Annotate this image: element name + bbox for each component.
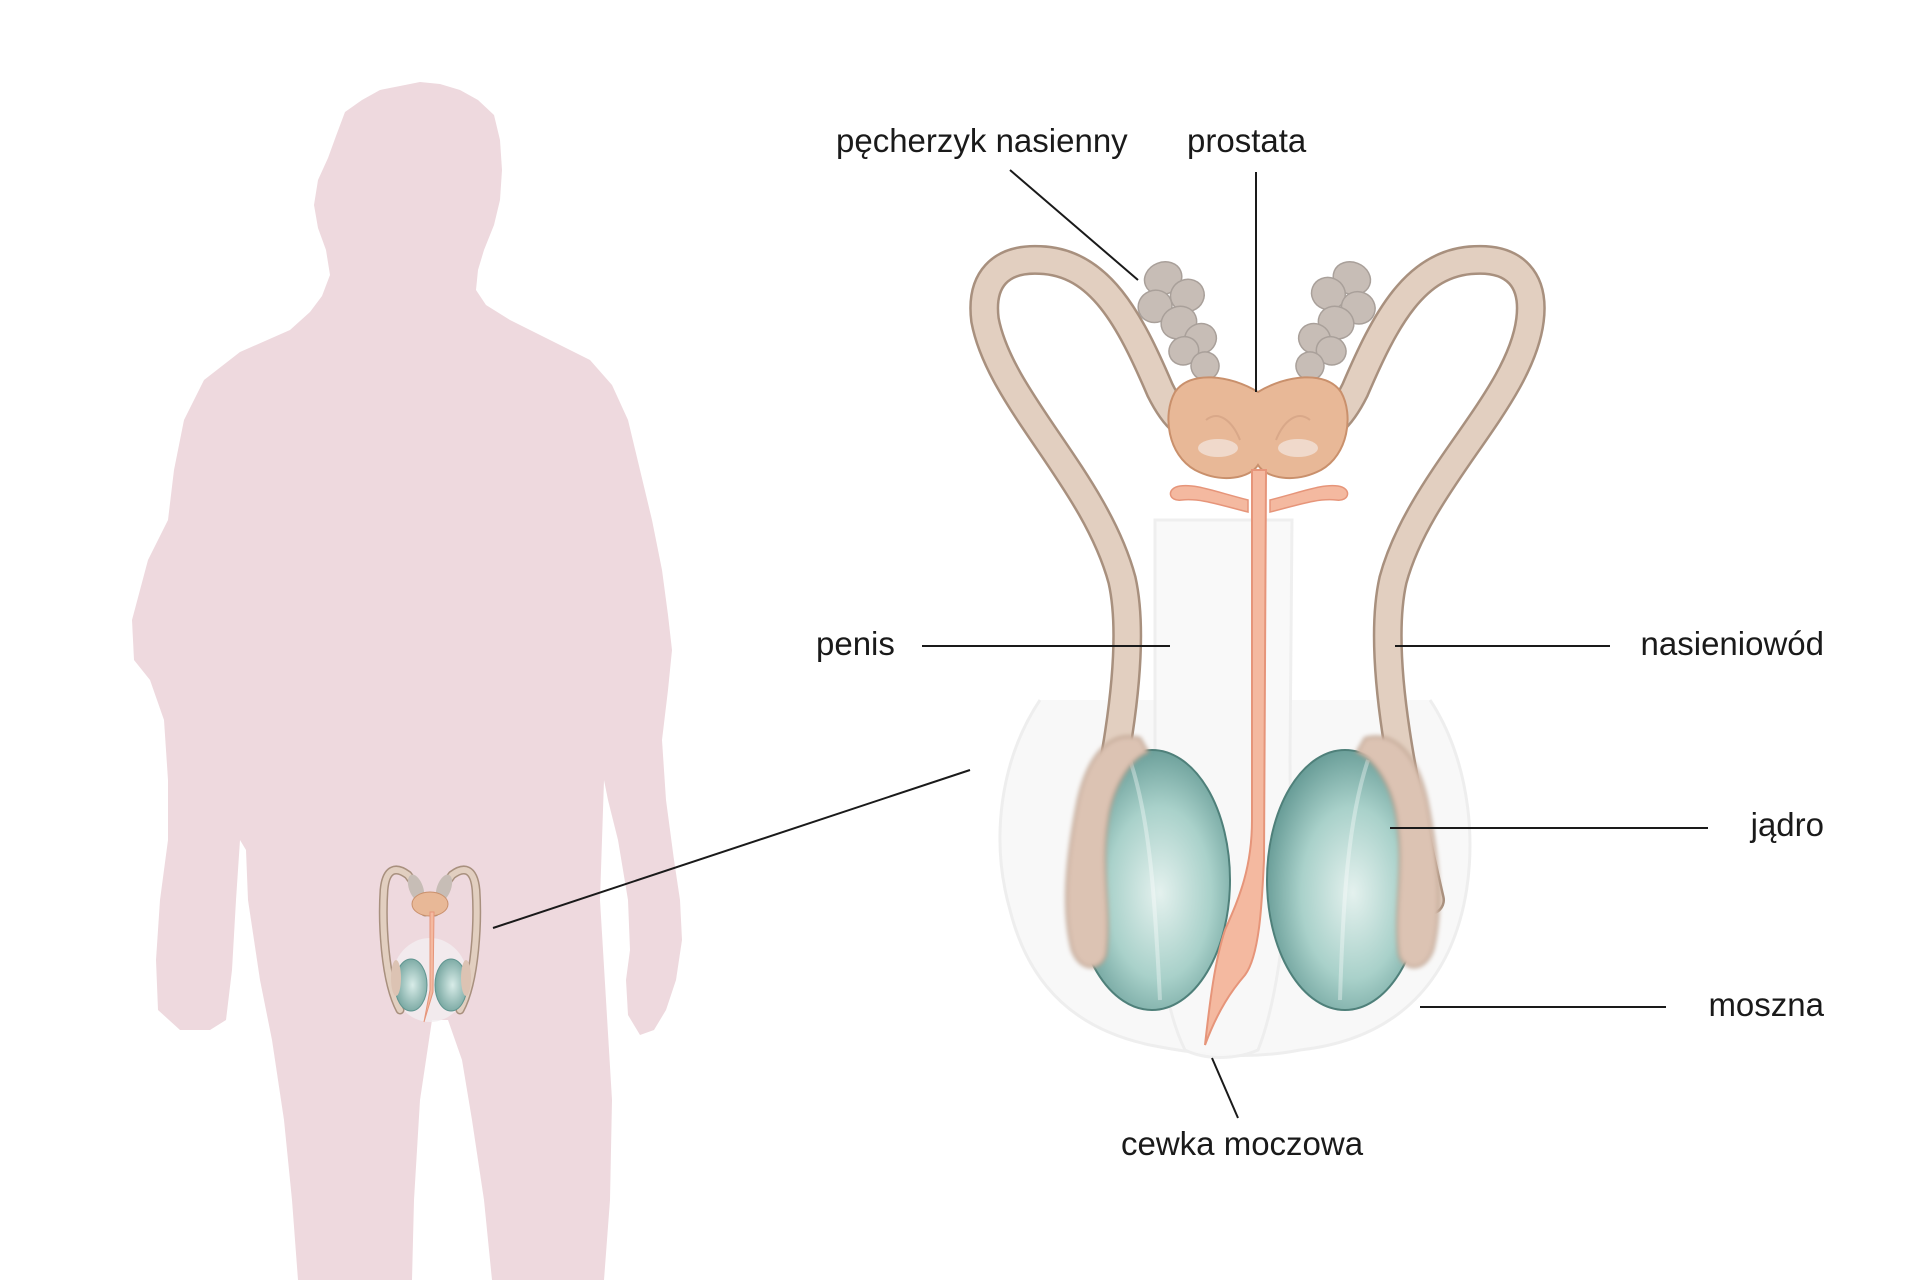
leader-line-seminal-vesicle — [1009, 169, 1139, 281]
epididymis-left — [1065, 735, 1150, 969]
label-penis: penis — [816, 625, 895, 662]
label-prostate: prostata — [1187, 122, 1307, 159]
epididymis-right — [1355, 735, 1440, 969]
leader-lines — [492, 169, 1708, 1119]
bulbourethral-gland-right — [1269, 484, 1349, 513]
seminal-vesicle-left — [1137, 261, 1220, 381]
body-silhouette — [132, 82, 682, 1280]
label-vas-deferens: nasieniowód — [1640, 625, 1824, 662]
silhouette-shape — [132, 82, 682, 1280]
label-seminal-vesicle: pęcherzyk nasienny — [836, 122, 1128, 159]
bulbourethral-gland-left — [1169, 484, 1249, 513]
urethra-tube — [1204, 469, 1268, 1046]
label-urethra: cewka moczowa — [1121, 1125, 1364, 1162]
small-anatomy-inset — [378, 865, 482, 1023]
large-anatomy-diagram — [969, 244, 1546, 1059]
leader-line-zoom — [492, 769, 971, 929]
prostate-gland — [1167, 376, 1349, 479]
label-scrotum: moszna — [1708, 986, 1824, 1023]
leader-line-urethra — [1211, 1057, 1239, 1119]
seminal-vesicle-right — [1295, 261, 1376, 381]
label-testis: jądro — [1750, 806, 1824, 843]
